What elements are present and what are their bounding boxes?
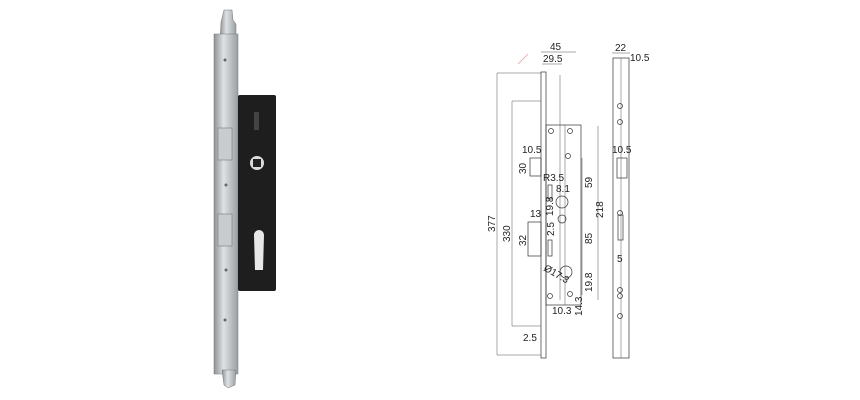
dim-faceplate-width: 22 [615,43,627,54]
technical-drawing: 45 29.5 22 10.5 377 330 30 10.5 R3.5 8.1… [487,42,650,359]
dim-cylinder-to-bottom: 19.8 [584,272,595,292]
dim-spindle-offset: 19.8 [545,196,556,216]
cylinder-hole [254,230,264,270]
dim-latch-height: 30 [518,162,529,174]
dim-side-slot-width: 10.5 [612,145,632,156]
faceplate [213,33,239,375]
spindle-square [253,159,261,167]
dim-side-slot-small: 5 [617,254,623,265]
dim-cylinder-width: 10.3 [552,306,572,317]
dim-radius: R3.5 [543,173,565,184]
upper-hook [217,127,233,161]
dim-total-height: 377 [487,215,498,232]
lock-case [238,95,276,291]
dim-backset-offset: 29.5 [543,54,563,65]
dim-bolt-gap: 2.5 [546,222,557,236]
bottom-connector [221,369,237,389]
dim-bolt-height: 32 [518,234,529,246]
dim-top-to-spindle: 59 [584,176,595,188]
lock-photo [213,9,276,389]
dim-overall-width: 45 [550,42,562,53]
dim-plate-thickness: 2.5 [523,333,537,344]
dim-spindle-to-cylinder: 85 [584,232,595,244]
front-case [545,124,582,306]
dim-latch-width: 10.5 [522,145,542,156]
dim-bolt-width: 13 [530,209,542,220]
lower-hook [217,213,233,247]
dim-case-depth: 218 [595,201,606,218]
dim-faceplate-offset: 10.5 [630,53,650,64]
dim-bottom-offset: 14.3 [574,296,585,316]
dim-spindle-size: 8.1 [556,184,570,195]
case-slot [254,112,259,130]
dim-case-height: 330 [502,225,513,242]
top-connector [219,9,237,41]
